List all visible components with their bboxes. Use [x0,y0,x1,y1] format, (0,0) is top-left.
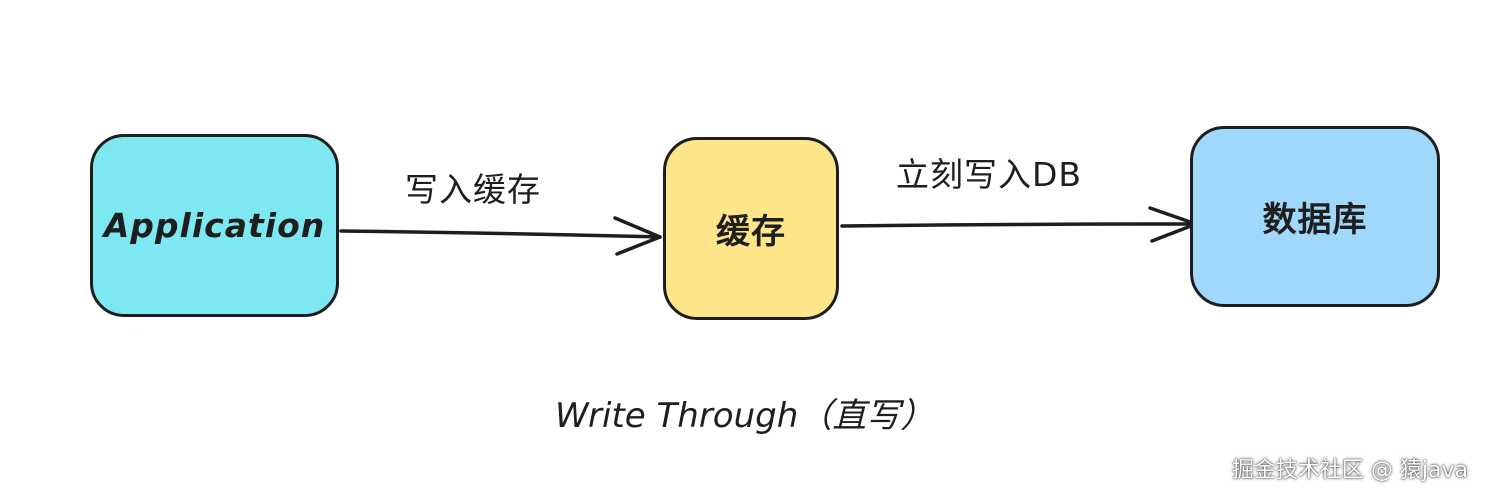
arrow-cache-to-db [840,222,1198,228]
node-database: 数据库 [1190,126,1440,307]
node-database-label: 数据库 [1262,200,1368,240]
node-application-label: Application [103,206,326,245]
arrow-app-to-cache [339,229,662,239]
diagram-caption: Write Through（直写） [555,396,935,436]
watermark: 掘金技术社区 @ 猿java [1231,458,1468,483]
edge-label-cache-to-db: 立刻写入DB [896,155,1083,194]
node-cache: 缓存 [663,137,839,320]
edge-label-app-to-cache: 写入缓存 [405,170,541,209]
node-application: Application [90,134,339,317]
arrow-app-to-cache-head [613,216,662,256]
node-cache-label: 缓存 [716,212,786,252]
